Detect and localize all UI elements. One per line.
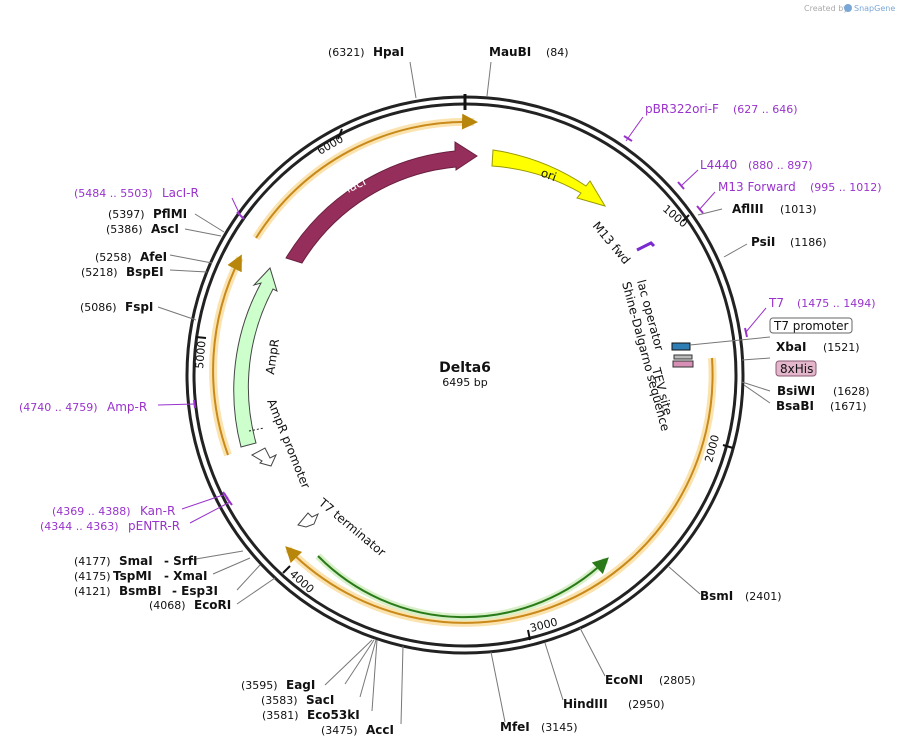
enzyme-name-fspi[interactable]: FspI	[125, 300, 153, 314]
enzyme-name-mfei[interactable]: MfeI	[500, 720, 530, 734]
ampr-promoter-arrow[interactable]	[250, 447, 278, 467]
enzyme-name-bspei[interactable]: BspEI	[126, 265, 164, 279]
enzyme-pos-eco53ki: (3581)	[262, 709, 299, 722]
primer-range-laci-r: (5484 .. 5503)	[74, 187, 153, 200]
enzyme-name-saci[interactable]: SacI	[306, 693, 334, 707]
primer-name-t7[interactable]: T7	[768, 296, 784, 310]
ampr-feature-arrow[interactable]	[233, 267, 278, 448]
enzyme-pos-mfei: (3145)	[541, 721, 578, 734]
enzyme-pos-econi: (2805)	[659, 674, 696, 687]
enzyme-pos-bsmi: (2401)	[745, 590, 782, 603]
brand-text[interactable]: SnapGene	[854, 4, 895, 13]
primer-name-m13-forward[interactable]: M13 Forward	[718, 180, 796, 194]
enzyme-name-bsmi[interactable]: BsmI	[700, 589, 733, 603]
primer-name-kan-r[interactable]: Kan-R	[140, 504, 175, 518]
enzyme-name-econi[interactable]: EcoNI	[605, 673, 643, 687]
enzyme-name-hindiii[interactable]: HindIII	[563, 697, 608, 711]
enzyme-name-afei[interactable]: AfeI	[140, 250, 167, 264]
primer-range-pbr322ori-f: (627 .. 646)	[733, 103, 798, 116]
watermark-text: Created by	[804, 4, 848, 13]
ampr-feature-label: AmpR	[263, 338, 282, 375]
sd-block[interactable]	[673, 354, 693, 360]
enzyme-pos-tspmi: (4175)	[74, 570, 111, 583]
enzyme-name-bsabi[interactable]: BsaBI	[776, 399, 814, 413]
enzyme-pos-bsabi: (1671)	[830, 400, 867, 413]
primer-range-pentr-r: (4344 .. 4363)	[40, 520, 119, 533]
enzyme-pos-eagi: (3595)	[241, 679, 278, 692]
primer-name-pentr-r[interactable]: pENTR-R	[128, 519, 180, 533]
plasmid-length: 6495 bp	[442, 376, 487, 389]
orf-arrow-top[interactable]	[255, 113, 478, 239]
enzyme-name-pflmi[interactable]: PflMI	[153, 207, 187, 221]
8xhis-label: 8xHis	[780, 362, 813, 376]
ori-feature-arrow[interactable]	[491, 149, 607, 207]
snapgene-logo-icon	[844, 4, 852, 12]
enzyme-pos-smai: (4177)	[74, 555, 111, 568]
green-orf-arrow[interactable]	[317, 555, 609, 619]
enzyme-pos-saci: (3583)	[261, 694, 298, 707]
enzyme-pos-hpai: (6321)	[328, 46, 365, 59]
t7-terminator-label: T7 terminator	[315, 495, 388, 559]
primer-name-laci-r[interactable]: LacI-R	[162, 186, 199, 200]
enzyme-pos-psii: (1186)	[790, 236, 827, 249]
enzyme-pos-ecori: (4068)	[149, 599, 186, 612]
enzyme-pos-maubi: (84)	[546, 46, 569, 59]
enzyme-name-acci[interactable]: AccI	[366, 723, 394, 737]
primer-name-pbr322ori-f[interactable]: pBR322ori-F	[645, 102, 719, 116]
ori-feature-label: ori	[539, 166, 558, 184]
enzyme-name-xbai[interactable]: XbaI	[776, 340, 806, 354]
enzyme-pos-afei: (5258)	[95, 251, 132, 264]
enzyme-name-psii[interactable]: PsiI	[751, 235, 775, 249]
enzyme-pos-fspi: (5086)	[80, 301, 117, 314]
8xhis-box[interactable]	[775, 360, 817, 377]
enzyme-name-eco53ki[interactable]: Eco53kI	[307, 708, 360, 722]
primer-range-m13-forward: (995 .. 1012)	[810, 181, 882, 194]
enzyme-name-aflIII[interactable]: AflIII	[732, 202, 764, 216]
enzyme-name-asci[interactable]: AscI	[151, 222, 179, 236]
orf-arrow-bottom[interactable]	[285, 357, 714, 624]
m13-fwd-label: M13 fwd	[590, 219, 633, 267]
laci-feature-arrow[interactable]	[285, 141, 478, 264]
lac-operator-block[interactable]	[671, 342, 691, 351]
primer-range-kan-r: (4369 .. 4388)	[52, 505, 131, 518]
enzyme-name-bsiwi[interactable]: BsiWI	[777, 384, 815, 398]
enzyme-name-maubi[interactable]: MauBI	[489, 45, 531, 59]
t7-terminator-arrow[interactable]	[297, 512, 319, 528]
orf-arrow-left[interactable]	[212, 254, 242, 456]
his-tag-block[interactable]	[672, 360, 694, 368]
enzyme-name-eagi[interactable]: EagI	[286, 678, 315, 692]
enzyme-name-tspmi[interactable]: TspMI	[113, 569, 152, 583]
enzyme-pos-bsmbi: (4121)	[74, 585, 111, 598]
primer-range-amp-r: (4740 .. 4759)	[19, 401, 98, 414]
enzyme-alt-xmai[interactable]: - XmaI	[164, 569, 207, 583]
enzyme-pos-bsiwi: (1628)	[833, 385, 870, 398]
enzyme-pos-bspei: (5218)	[81, 266, 118, 279]
primer-name-l4440[interactable]: L4440	[700, 158, 737, 172]
t7-promoter-label: T7 promoter	[773, 319, 849, 333]
enzyme-name-ecori[interactable]: EcoRI	[194, 598, 231, 612]
enzyme-name-smai[interactable]: SmaI	[119, 554, 153, 568]
enzyme-alt-srfi[interactable]: - SrfI	[164, 554, 197, 568]
primer-range-t7: (1475 .. 1494)	[797, 297, 876, 310]
enzyme-pos-aflIII: (1013)	[780, 203, 817, 216]
primer-name-amp-r[interactable]: Amp-R	[107, 400, 147, 414]
enzyme-pos-hindiii: (2950)	[628, 698, 665, 711]
m13-fwd-marker[interactable]	[636, 241, 656, 252]
enzyme-alt-esp3i[interactable]: - Esp3I	[172, 584, 218, 598]
enzyme-pos-asci: (5386)	[106, 223, 143, 236]
enzyme-pos-acci: (3475)	[321, 724, 358, 737]
t7-promoter-box[interactable]	[769, 317, 853, 334]
enzyme-pos-pflmi: (5397)	[108, 208, 145, 221]
enzyme-name-hpai[interactable]: HpaI	[373, 45, 404, 59]
ampr-promoter-label: AmpR promoter	[264, 397, 313, 491]
tick-5000: 5000	[193, 340, 208, 369]
primer-range-l4440: (880 .. 897)	[748, 159, 813, 172]
enzyme-name-bsmbi[interactable]: BsmBI	[119, 584, 161, 598]
enzyme-pos-xbai: (1521)	[823, 341, 860, 354]
plasmid-name: Delta6	[439, 360, 491, 376]
